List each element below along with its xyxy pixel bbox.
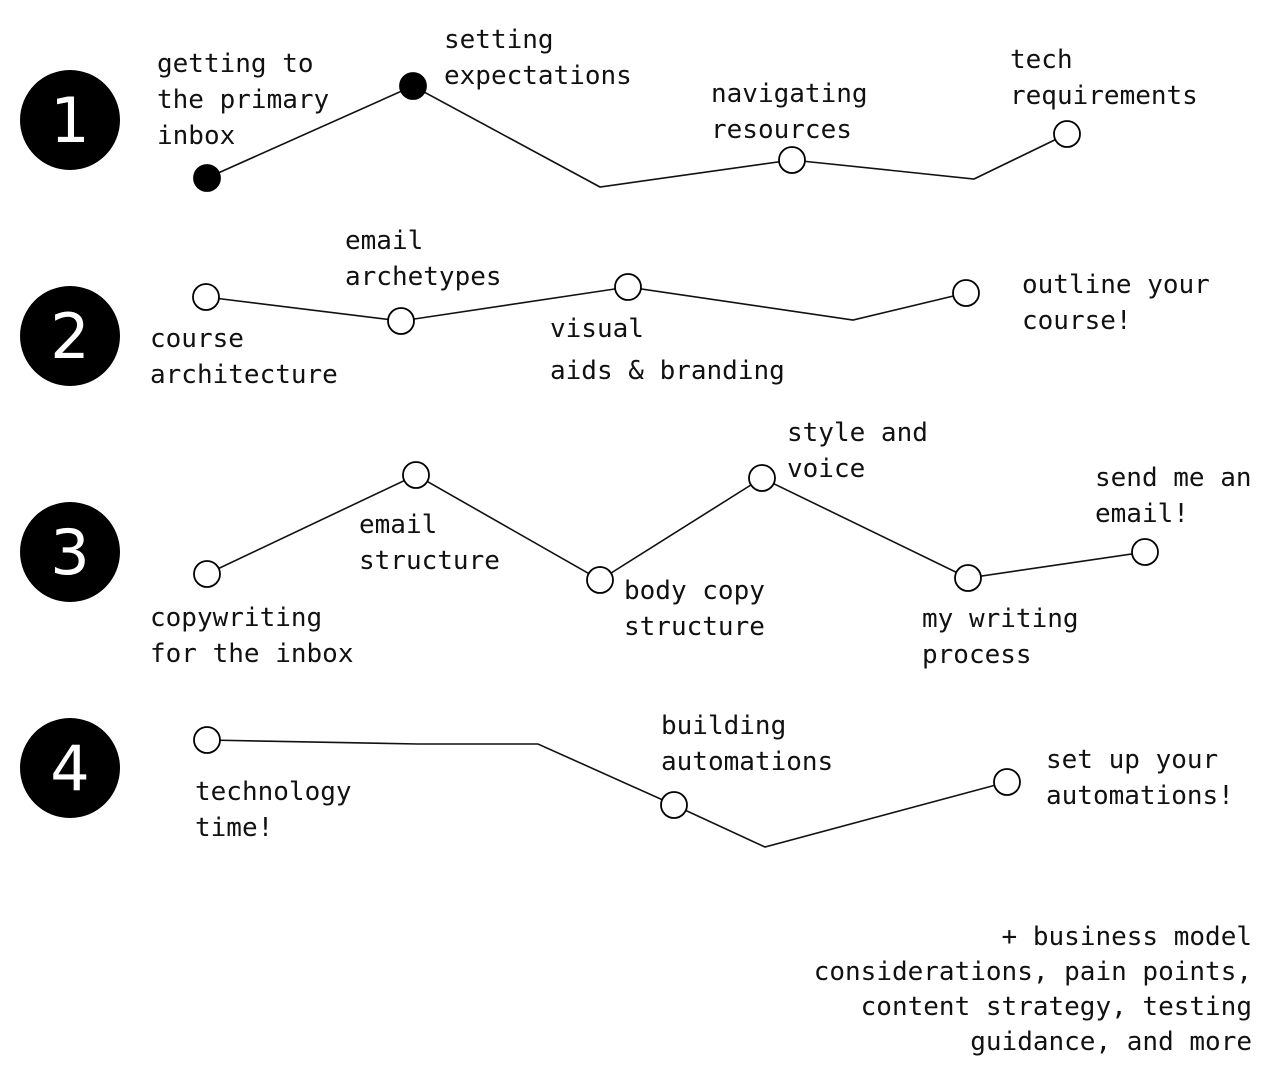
footer-line: + business model [1001, 922, 1252, 952]
lesson-node [192, 283, 220, 311]
lesson-node [952, 279, 980, 307]
lesson-node [586, 566, 614, 594]
lesson-node [193, 560, 221, 588]
lesson-node [748, 464, 776, 492]
module-3-badge [20, 502, 120, 602]
lesson-node [614, 273, 642, 301]
module-4-badge [20, 718, 120, 818]
footer-note: + business model considerations, pain po… [792, 920, 1252, 1060]
footer-line: considerations, pain points, [813, 957, 1252, 987]
lesson-node [1053, 120, 1081, 148]
module-1-badge [20, 70, 120, 170]
module-3-path [206, 474, 1146, 581]
lesson-node [954, 564, 982, 592]
footer-line: guidance, and more [970, 1027, 1252, 1057]
footer-line: content strategy, testing [860, 992, 1252, 1022]
module-2-badge [20, 286, 120, 386]
module-4-path [206, 739, 1008, 848]
module-2-number: 2 [50, 300, 89, 373]
lesson-node [778, 146, 806, 174]
module-1-number: 1 [50, 84, 89, 157]
module-1-path [206, 85, 1068, 188]
lesson-node [993, 768, 1021, 796]
module-3-number: 3 [50, 516, 89, 589]
module-4-number: 4 [50, 732, 89, 805]
lesson-node [1131, 538, 1159, 566]
completed-node [399, 72, 427, 100]
completed-node [193, 164, 221, 192]
lesson-node [387, 307, 415, 335]
lesson-node [402, 461, 430, 489]
lesson-node [660, 791, 688, 819]
lesson-node [193, 726, 221, 754]
